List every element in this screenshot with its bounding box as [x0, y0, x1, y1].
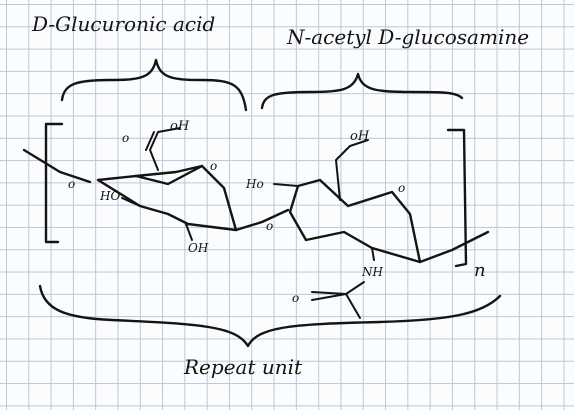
left-bracket — [44, 122, 64, 244]
carboxyl-bonds — [145, 127, 181, 171]
ho-bond-1 — [121, 197, 141, 207]
right-link-bond — [418, 230, 490, 264]
acetyl-bonds — [311, 281, 365, 319]
title-n-acetyl-glucosamine: N-acetyl D-glucosamine — [286, 25, 529, 49]
repeat-count-n: n — [474, 260, 486, 281]
glucuronic-ring-back — [134, 164, 204, 178]
brace-repeat-unit — [38, 284, 502, 348]
brace-glucosamine — [260, 72, 464, 110]
left-link-bond — [22, 148, 92, 184]
glucuronic-ring — [96, 164, 238, 232]
ho-bond-2 — [273, 183, 299, 187]
ch2oh-group: oH — [350, 129, 370, 144]
ho-group-2: Ho — [245, 177, 264, 191]
nh-group: NH — [361, 265, 384, 279]
title-repeat-unit: Repeat unit — [183, 355, 303, 379]
ring2-oxygen: o — [398, 181, 405, 195]
oh-bond-1 — [185, 223, 193, 241]
nh-bond — [371, 247, 375, 261]
oh-group-1: OH — [188, 241, 209, 255]
ring1-oxygen: o — [210, 159, 217, 173]
bridge-bond — [234, 208, 290, 232]
title-glucuronic-acid: D-Glucuronic acid — [31, 12, 215, 36]
brace-glucuronic-acid — [60, 58, 248, 112]
ch2oh-bonds — [335, 139, 369, 201]
carboxyl-o: o — [122, 131, 129, 145]
carboxyl-oh: oH — [170, 119, 190, 134]
carbonyl-oxygen: o — [292, 291, 299, 305]
right-bracket — [446, 128, 468, 268]
link-oxygen-left: o — [68, 177, 75, 191]
ho-group-1: HO — [99, 189, 120, 203]
link-oxygen-mid: o — [266, 219, 273, 233]
